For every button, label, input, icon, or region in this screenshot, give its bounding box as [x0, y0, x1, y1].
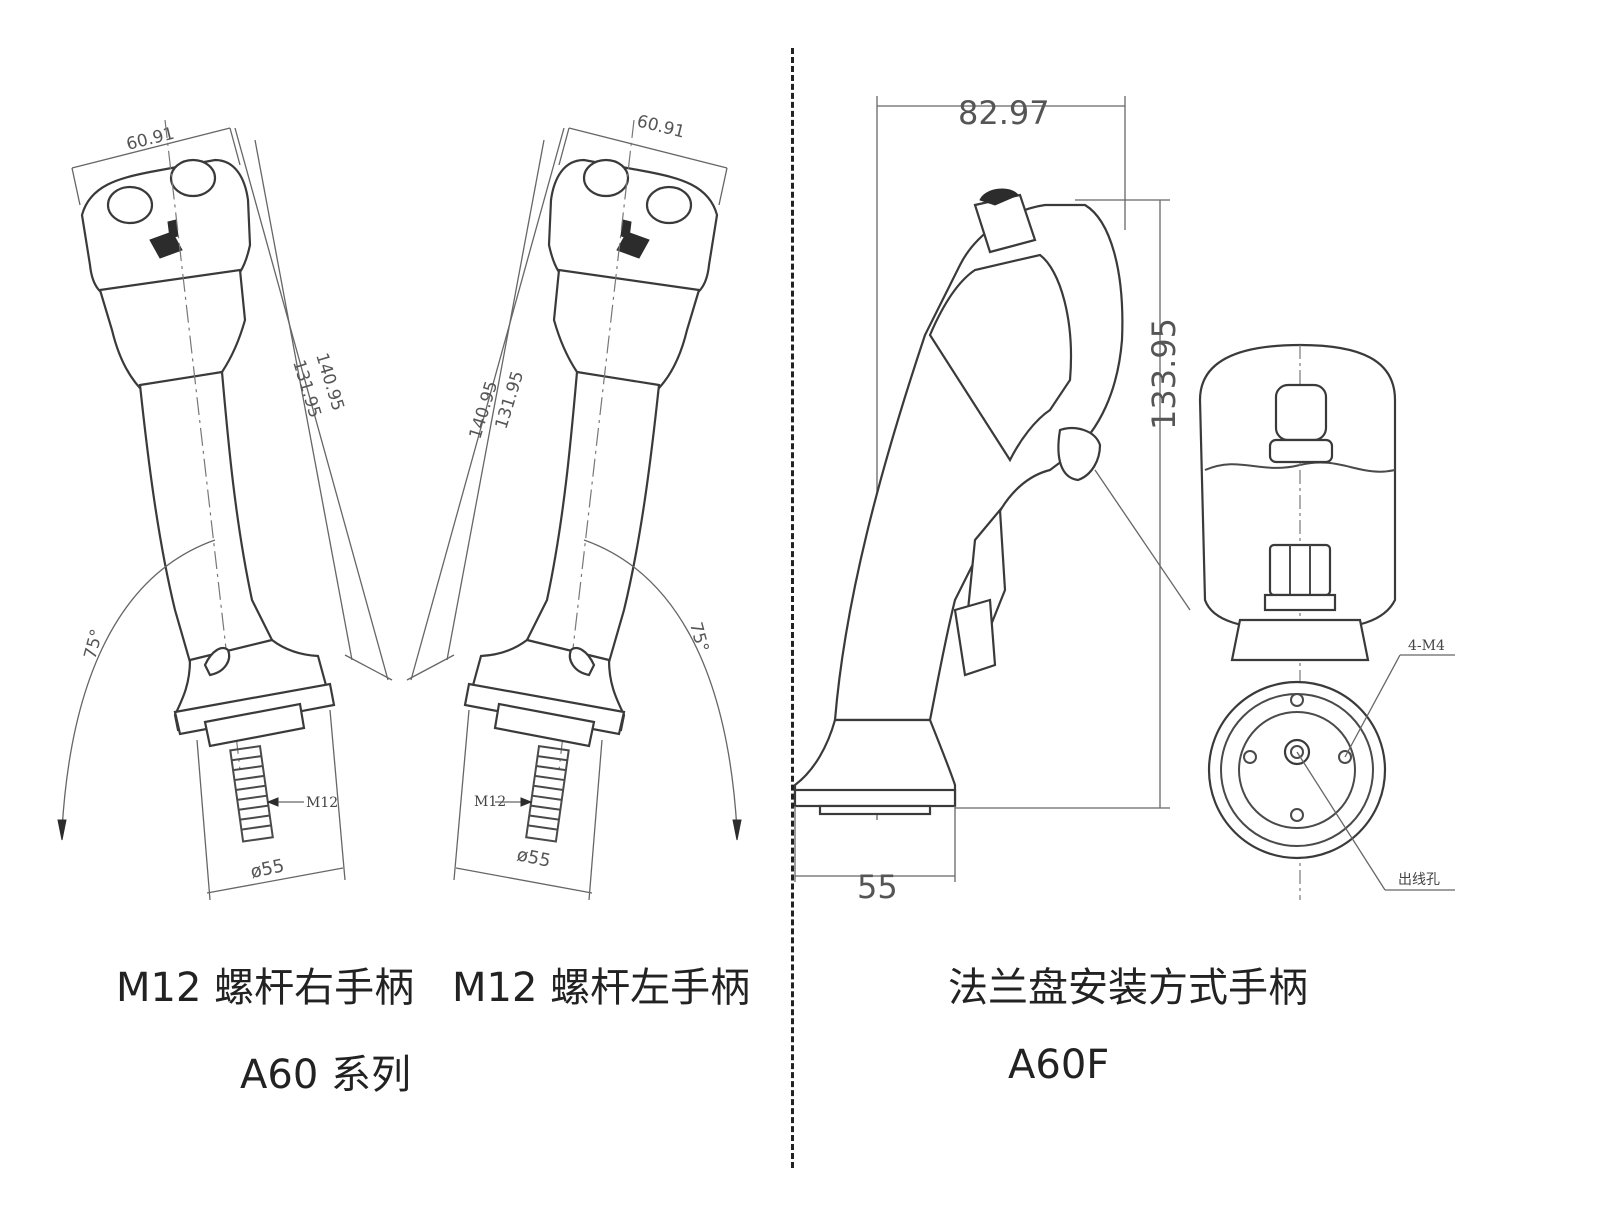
left-handle-width-label: 60.91 [635, 111, 687, 142]
section-divider [791, 48, 794, 1168]
series-label: A60 系列 [240, 1052, 411, 1098]
left-handle-drawing [406, 119, 742, 901]
left-handle-angle-label: 75° [685, 620, 712, 654]
right-handle-width-label: 60.91 [124, 124, 176, 155]
left-handle-caption: M12 螺杆左手柄 [452, 965, 751, 1011]
right-handle-base-label: ø55 [249, 855, 287, 883]
left-handle-base-label: ø55 [515, 844, 553, 872]
right-handle-thread-label: M12 [306, 795, 338, 811]
right-handle-drawing: 60.91 M12 [57, 119, 393, 901]
left-handle-thread-label: M12 [474, 794, 506, 810]
right-handle-caption: M12 螺杆右手柄 [116, 965, 415, 1011]
flange-outlet-label: 出线孔 [1398, 872, 1440, 888]
flange-hole-label: 4-M4 [1408, 638, 1445, 654]
flange-caption: 法兰盘安装方式手柄 [948, 965, 1308, 1011]
flange-width-label: 82.97 [958, 94, 1050, 132]
flange-model-label: A60F [1008, 1042, 1110, 1088]
flange-handle-side-view: 82.97 133.95 55 [793, 94, 1191, 906]
right-handle-angle-label: 75° [81, 627, 108, 661]
flange-handle-front-view: 4-M4 出线孔 [1198, 343, 1455, 900]
flange-height-label: 133.95 [1145, 318, 1183, 430]
flange-base-label: 55 [857, 868, 898, 906]
